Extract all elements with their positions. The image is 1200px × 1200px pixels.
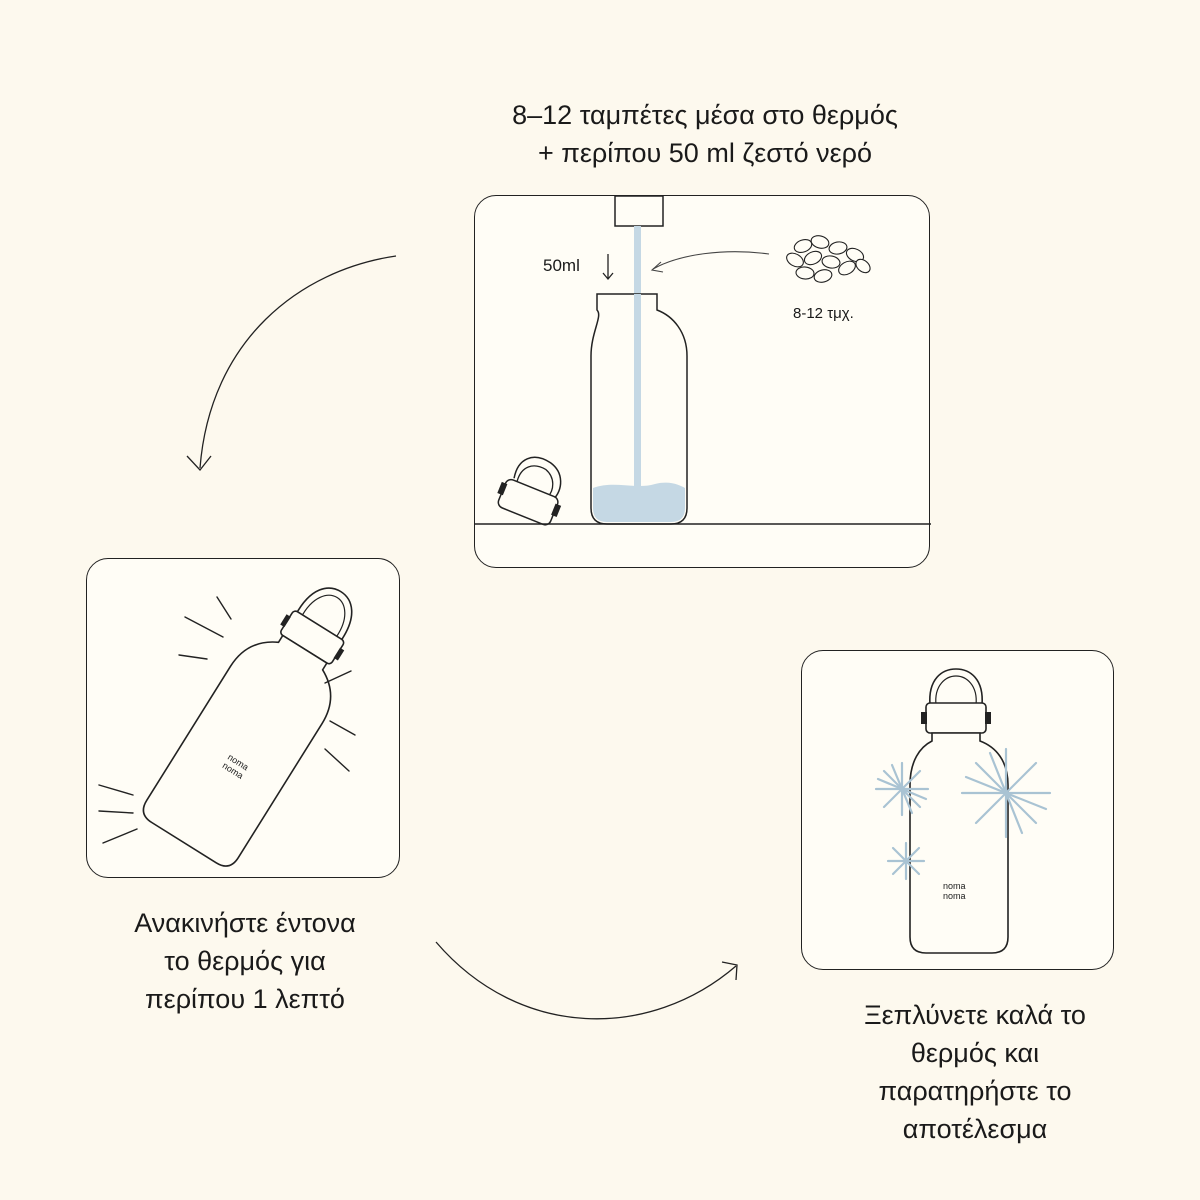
curved-arrow-icon (435, 941, 738, 1020)
step1-illustration: 50ml (475, 196, 931, 526)
faucet-icon (614, 196, 664, 227)
step3-caption-line1: Ξεπλύνετε καλά το (864, 1000, 1086, 1030)
tablets-count-label: 8-12 τμχ. (793, 305, 854, 322)
step3-panel: noma noma (801, 650, 1114, 970)
curved-arrow-icon (650, 251, 770, 273)
step1-caption: 8–12 ταμπέτες μέσα στο θερμός + περίπου … (410, 96, 1000, 172)
down-arrow-icon (602, 254, 614, 281)
step2-illustration: noma noma (98, 587, 356, 867)
curved-arrow-icon (186, 255, 397, 471)
tablets-icon (786, 235, 871, 283)
step2-caption-line2: το θερμός για (164, 946, 326, 976)
clean-bottle-icon: noma noma (909, 668, 1009, 954)
shake-lines-icon (98, 596, 356, 844)
step1-caption-line1: 8–12 ταμπέτες μέσα στο θερμός (512, 100, 898, 130)
sparkle-icon (874, 747, 1052, 881)
lid-icon (497, 456, 562, 526)
step3-caption-line3: παρατηρήστε το (878, 1076, 1072, 1106)
step1-caption-line2: + περίπου 50 ml ζεστό νερό (537, 138, 873, 168)
water-amount-label: 50ml (543, 256, 580, 275)
step2-caption: Ανακινήστε έντονα το θερμός για περίπου … (90, 904, 400, 1018)
step2-caption-line1: Ανακινήστε έντονα (134, 908, 356, 938)
brand-line2: noma (943, 891, 966, 901)
step2-caption-line3: περίπου 1 λεπτό (145, 984, 345, 1014)
step2-panel: noma noma (86, 558, 400, 878)
step3-caption: Ξεπλύνετε καλά το θερμός και παρατηρήστε… (810, 996, 1140, 1148)
brand-line1: noma (943, 881, 966, 891)
bottle-icon (590, 293, 688, 525)
step3-caption-line2: θερμός και (910, 1038, 1040, 1068)
tilted-bottle-icon: noma noma (142, 587, 353, 867)
step1-panel: 50ml (474, 195, 931, 568)
step3-illustration: noma noma (874, 668, 1052, 954)
step3-caption-line4: αποτέλεσμα (902, 1114, 1048, 1144)
